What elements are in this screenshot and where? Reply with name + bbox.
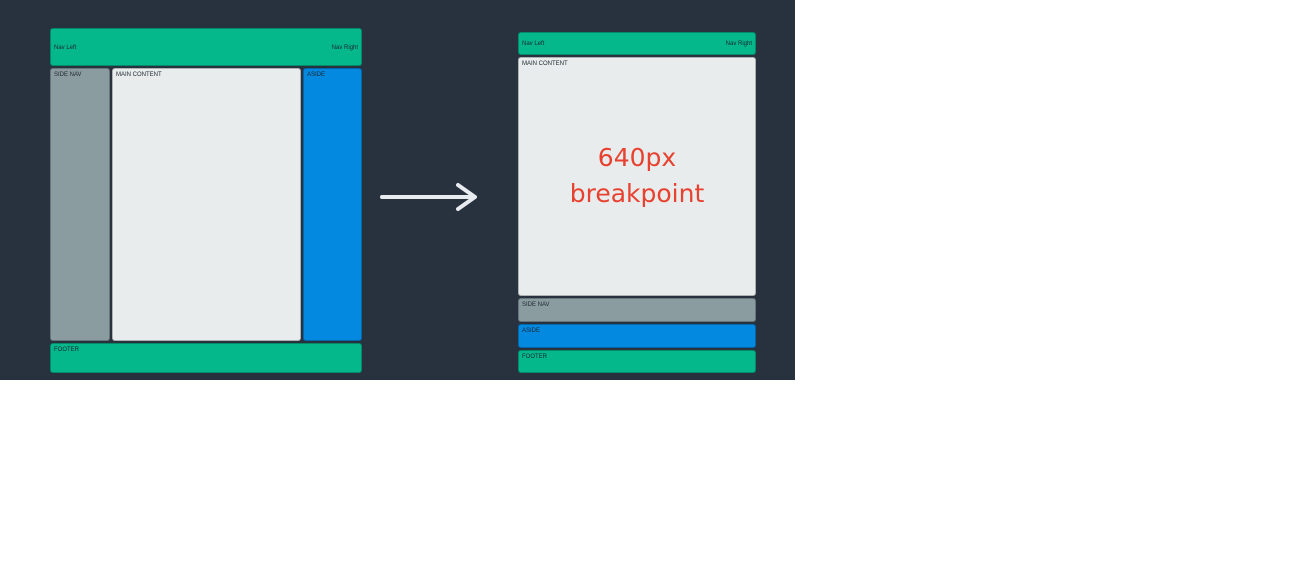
- desktop-nav-left-label: Nav Left: [54, 45, 77, 51]
- mobile-nav: Nav Left Nav Right: [518, 32, 756, 55]
- mobile-aside-label: ASIDE: [522, 328, 541, 334]
- desktop-main-content-label: MAIN CONTENT: [116, 72, 162, 78]
- desktop-footer-label: FOOTER: [54, 347, 79, 353]
- desktop-side-nav-label: SIDE NAV: [54, 72, 82, 78]
- breakpoint-word-text: breakpoint: [569, 179, 705, 208]
- mobile-side-nav-label: SIDE NAV: [522, 302, 550, 308]
- mobile-footer-label: FOOTER: [522, 354, 547, 360]
- desktop-main-content: MAIN CONTENT: [112, 68, 301, 341]
- breakpoint-size-text: 640px: [597, 143, 677, 172]
- desktop-footer: FOOTER: [50, 343, 362, 373]
- desktop-side-nav: SIDE NAV: [50, 68, 110, 341]
- mobile-nav-left-label: Nav Left: [522, 41, 545, 47]
- desktop-aside-label: ASIDE: [307, 72, 326, 78]
- desktop-nav-right-label: Nav Right: [331, 45, 358, 51]
- diagram-panel: Nav Left Nav Right SIDE NAV MAIN CONTENT…: [0, 0, 795, 380]
- mobile-main-content: MAIN CONTENT 640px breakpoint: [518, 57, 756, 296]
- mobile-footer: FOOTER: [518, 350, 756, 373]
- desktop-nav: Nav Left Nav Right: [50, 28, 362, 66]
- mobile-main-content-label: MAIN CONTENT: [522, 61, 568, 67]
- mobile-side-nav: SIDE NAV: [518, 298, 756, 322]
- mobile-nav-right-label: Nav Right: [725, 41, 752, 47]
- right-arrow-icon: [380, 183, 477, 211]
- mobile-aside: ASIDE: [518, 324, 756, 348]
- desktop-aside: ASIDE: [303, 68, 362, 341]
